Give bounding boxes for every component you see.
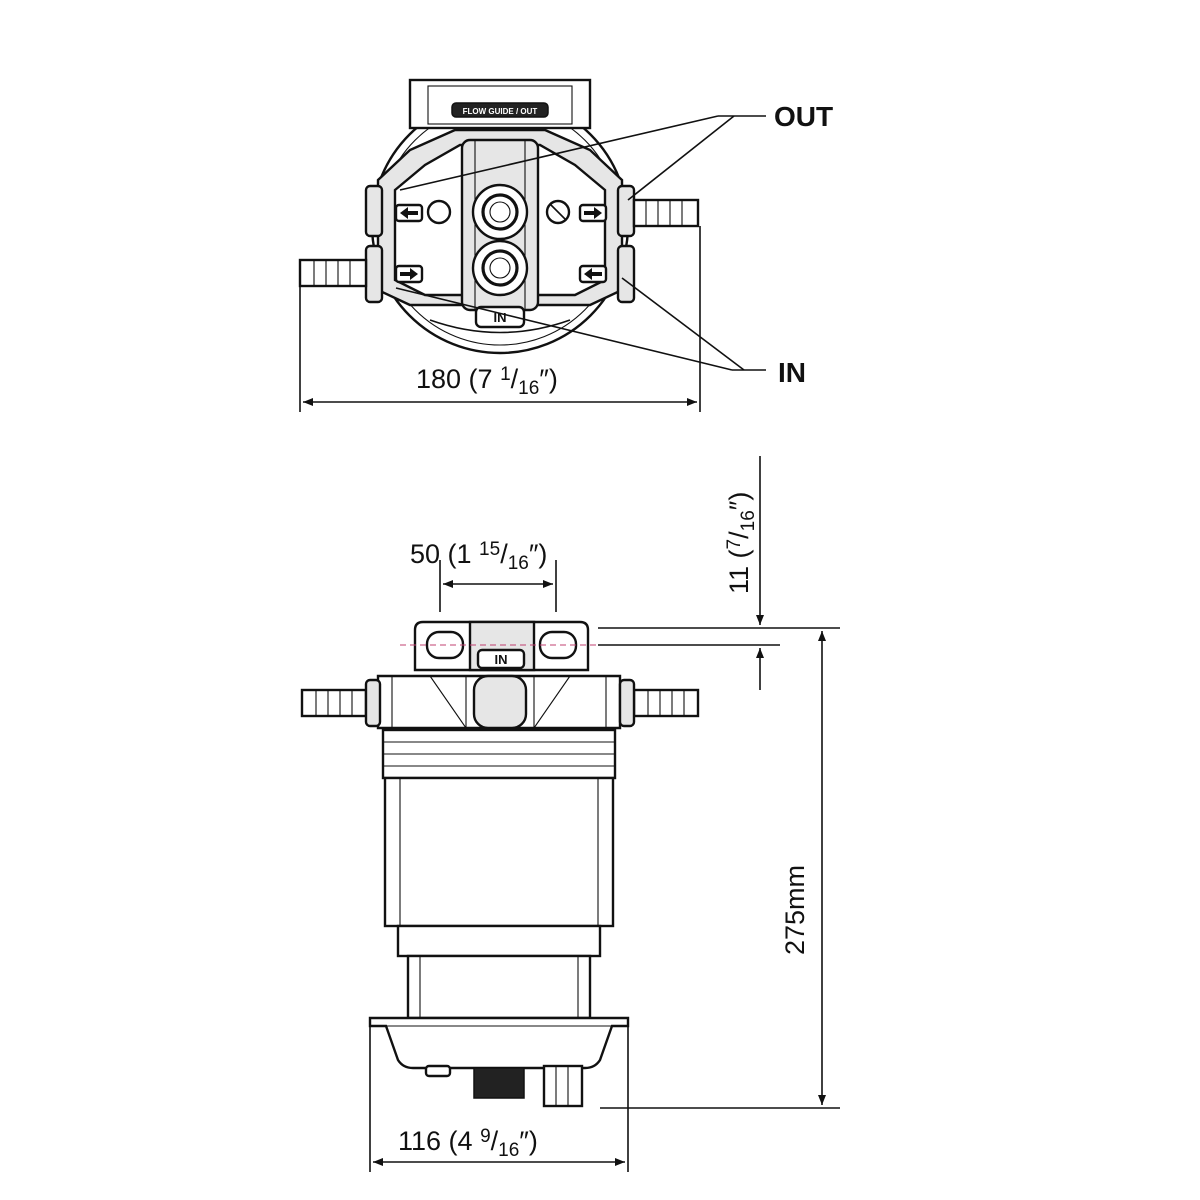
dim-text-50: 50 (1 15/16″) [410, 539, 547, 574]
hose-barb-out [632, 198, 700, 228]
hose-barb-left-side [300, 678, 382, 728]
leader-in-1 [395, 287, 733, 371]
bottom-terminal [542, 1064, 584, 1108]
leader-in-2 [621, 277, 745, 371]
hose-barb-in [298, 258, 368, 288]
in-tag-top [474, 305, 526, 329]
arrow-badges [394, 203, 608, 284]
base-tray [368, 1016, 630, 1070]
boss-left-bottom [364, 244, 384, 304]
side-view: IN [300, 456, 840, 1172]
main-cylinder [383, 776, 615, 928]
callout-in: IN [778, 357, 806, 388]
motor-body [406, 954, 592, 1020]
hose-barb-right-side [618, 678, 700, 728]
boss-left-top [364, 184, 384, 238]
callout-out: OUT [774, 101, 833, 132]
dim-text-11: 11 (7/16″) [724, 492, 759, 594]
dim-text-116: 116 (4 9/16″) [398, 1126, 538, 1161]
hole-left [426, 199, 452, 225]
leader-out-2 [627, 115, 735, 201]
in-tag-side-text: IN [495, 652, 508, 667]
in-tag-side [476, 648, 526, 670]
outlet-ring [471, 183, 529, 241]
top-view: FLOW GUIDE / OUT [298, 78, 766, 412]
dim-text-180: 180 (7 1/16″) [416, 364, 558, 399]
lower-ring [396, 924, 602, 958]
boss-right-top [616, 184, 636, 238]
leader-out-1 [399, 115, 719, 191]
flow-label-text: FLOW GUIDE / OUT [463, 107, 538, 116]
flow-label-plate [451, 102, 549, 118]
boss-right-bottom [616, 244, 636, 304]
inlet-ring [471, 239, 529, 297]
bottom-connector [473, 1067, 525, 1099]
dim-text-275: 275mm [780, 865, 810, 955]
